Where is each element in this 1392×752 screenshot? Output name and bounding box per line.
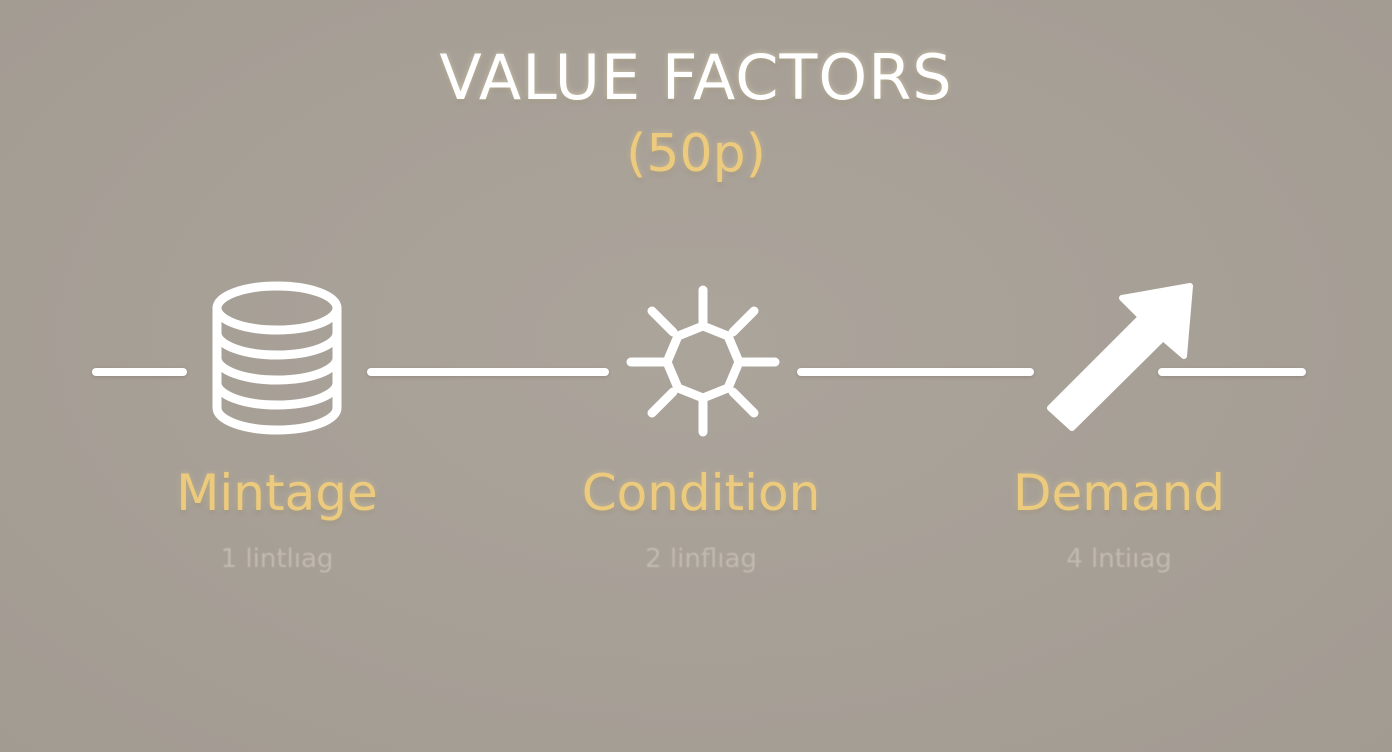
factor-label-mintage: Mintage <box>176 464 378 522</box>
factor-label-condition: Condition <box>581 464 821 522</box>
factor-label-demand: Demand <box>1012 464 1226 522</box>
connector-line-condition-demand <box>797 368 1034 376</box>
sun-gear-icon <box>623 282 783 442</box>
connector-line-left <box>92 368 187 376</box>
diagram-subtitle: (50p) <box>626 124 766 184</box>
coin-stack-icon <box>206 280 348 440</box>
diagram-title: VALUE FACTORS <box>439 41 953 114</box>
connector-line-mintage-condition <box>367 368 609 376</box>
factor-caption-mintage: 1 lintlıag <box>220 544 334 574</box>
factor-caption-demand: 4 lntiıag <box>1066 544 1172 574</box>
factor-caption-condition: 2 linflıag <box>645 544 757 574</box>
arrow-up-right-icon <box>1040 280 1200 440</box>
connector-line-right <box>1158 368 1306 376</box>
